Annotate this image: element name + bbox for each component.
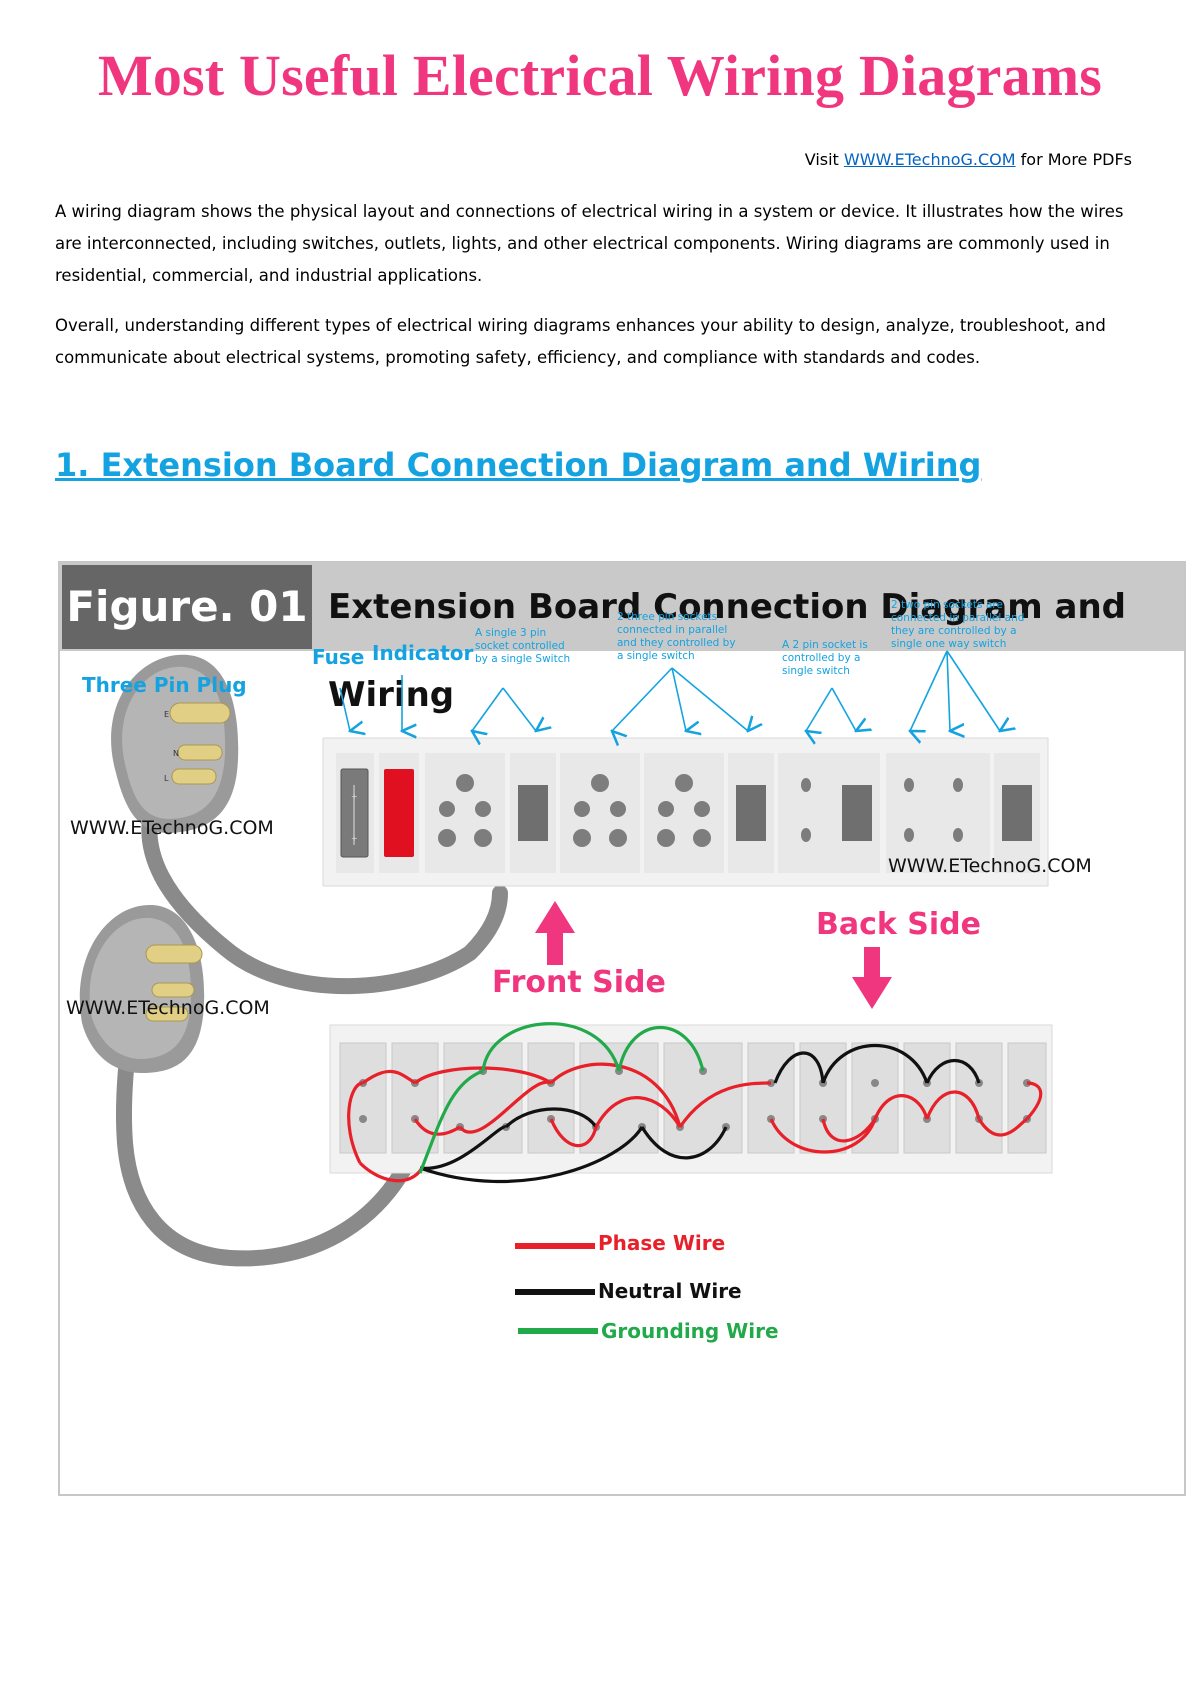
front-side-label: Front Side	[492, 965, 666, 1000]
legend-neutral-wire: Neutral Wire	[598, 1279, 742, 1303]
figure-header: Figure. 01 Extension Board Connection Di…	[60, 563, 1184, 715]
visit-suffix: for More PDFs	[1015, 150, 1132, 169]
front-side-arrow	[535, 901, 575, 965]
summary-paragraph: Overall, understanding different types o…	[55, 316, 1106, 367]
extension-board-front: + +	[322, 737, 1049, 887]
legend-phase-wire: Phase Wire	[598, 1231, 726, 1255]
watermark-top-right: WWW.ETechnoG.COM	[888, 855, 1092, 877]
figure-title: Extension Board Connection Diagram and W…	[328, 587, 1126, 715]
svg-text:L: L	[164, 774, 169, 783]
note-2pin: A 2 pin socket is controlled by a single…	[782, 639, 868, 677]
three-pin-plug-label: Three Pin Plug	[82, 673, 247, 697]
svg-text:E: E	[164, 710, 169, 719]
legend-swatches	[515, 1243, 598, 1334]
svg-text:N: N	[173, 749, 179, 758]
document-title: Most Useful Electrical Wiring Diagrams	[97, 43, 1103, 108]
note-two-2pin: 2 two pin sockets are connected in paral…	[891, 599, 1025, 650]
svg-text:+: +	[351, 834, 358, 843]
pointer-arrows	[339, 650, 1000, 731]
section-heading[interactable]: 1. Extension Board Connection Diagram an…	[55, 446, 982, 484]
extension-board-back	[329, 1022, 1053, 1184]
visit-prefix: Visit	[804, 150, 844, 169]
website-link[interactable]: WWW.ETechnoG.COM	[843, 150, 1016, 169]
wiring-diagram: E N L + +	[79, 650, 1053, 1334]
figure-01: Figure. 01 Extension Board Connection Di…	[58, 561, 1186, 1496]
three-pin-plug-bottom	[79, 904, 428, 1267]
indicator-label: Indicator	[372, 641, 474, 665]
svg-text:+: +	[351, 792, 358, 801]
legend-grounding-wire: Grounding Wire	[601, 1319, 779, 1343]
watermark-bottom-left: WWW.ETechnoG.COM	[66, 997, 270, 1019]
intro-paragraph: A wiring diagram shows the physical layo…	[55, 202, 1124, 285]
note-single-3pin: A single 3 pin socket controlled by a si…	[475, 627, 571, 665]
back-side-arrow	[852, 947, 892, 1009]
visit-line: Visit WWW.ETechnoG.COM for More PDFs	[805, 150, 1132, 169]
watermark-top-left: WWW.ETechnoG.COM	[70, 817, 274, 839]
back-side-label: Back Side	[816, 907, 981, 942]
figure-label: Figure. 01	[62, 565, 312, 649]
note-two-3pin: 2 three pin sockets connected in paralle…	[617, 611, 736, 662]
fuse-label: Fuse	[312, 645, 365, 669]
three-pin-plug-top: E N L	[111, 654, 508, 995]
